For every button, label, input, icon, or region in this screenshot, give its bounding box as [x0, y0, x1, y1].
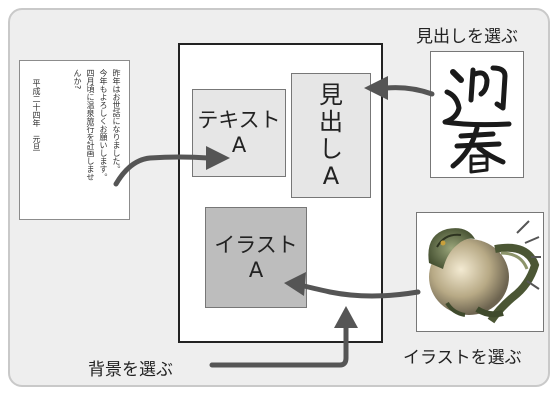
text-slot-label: テキスト: [197, 108, 281, 132]
letter-line-3: 四月頃に温泉旅行を計画しませ: [86, 69, 95, 181]
arrow-dragon-to-illustration: [301, 283, 421, 299]
arrowhead-text: [206, 146, 230, 170]
title-slot-letter: A: [322, 161, 340, 190]
calligraphy-image: [430, 51, 524, 178]
dragon-icon: [428, 220, 541, 324]
title-slot-char-2: 出: [319, 107, 343, 136]
illustration-slot-label: イラスト: [214, 232, 298, 257]
title-slot-char-1: 見: [319, 80, 343, 109]
letter-text-card: 昨年はお世話になりました。 今年もよろしくお願いします。 四月頃に温泉旅行を計画…: [19, 60, 130, 220]
choose-title-caption: 見出しを選ぶ: [416, 27, 518, 47]
letter-line-4: んか?: [73, 69, 82, 90]
arrowhead-background: [334, 306, 358, 328]
title-slot: 見 出 し A: [291, 73, 371, 198]
letter-line-2: 今年もよろしくお願いします。: [99, 69, 108, 181]
arrowhead-illustration: [284, 272, 306, 296]
arrow-background-to-template: [209, 323, 349, 368]
dragon-illustration: [416, 212, 544, 332]
title-slot-char-3: し: [319, 134, 343, 163]
arrow-calligraphy-to-title: [383, 85, 435, 97]
calligraphy-brush-icon: [442, 65, 512, 174]
letter-date: 平成二十四年 元旦: [32, 79, 41, 151]
choose-illustration-caption: イラストを選ぶ: [403, 348, 522, 368]
choose-background-caption: 背景を選ぶ: [88, 360, 173, 380]
illustration-slot-letter: A: [248, 257, 264, 282]
arrowhead-title: [364, 76, 388, 100]
text-slot-letter: A: [231, 133, 247, 157]
illustration-slot: イラスト A: [205, 207, 307, 308]
arrow-letter-to-text: [113, 154, 211, 187]
letter-line-1: 昨年はお世話になりました。: [112, 69, 121, 173]
